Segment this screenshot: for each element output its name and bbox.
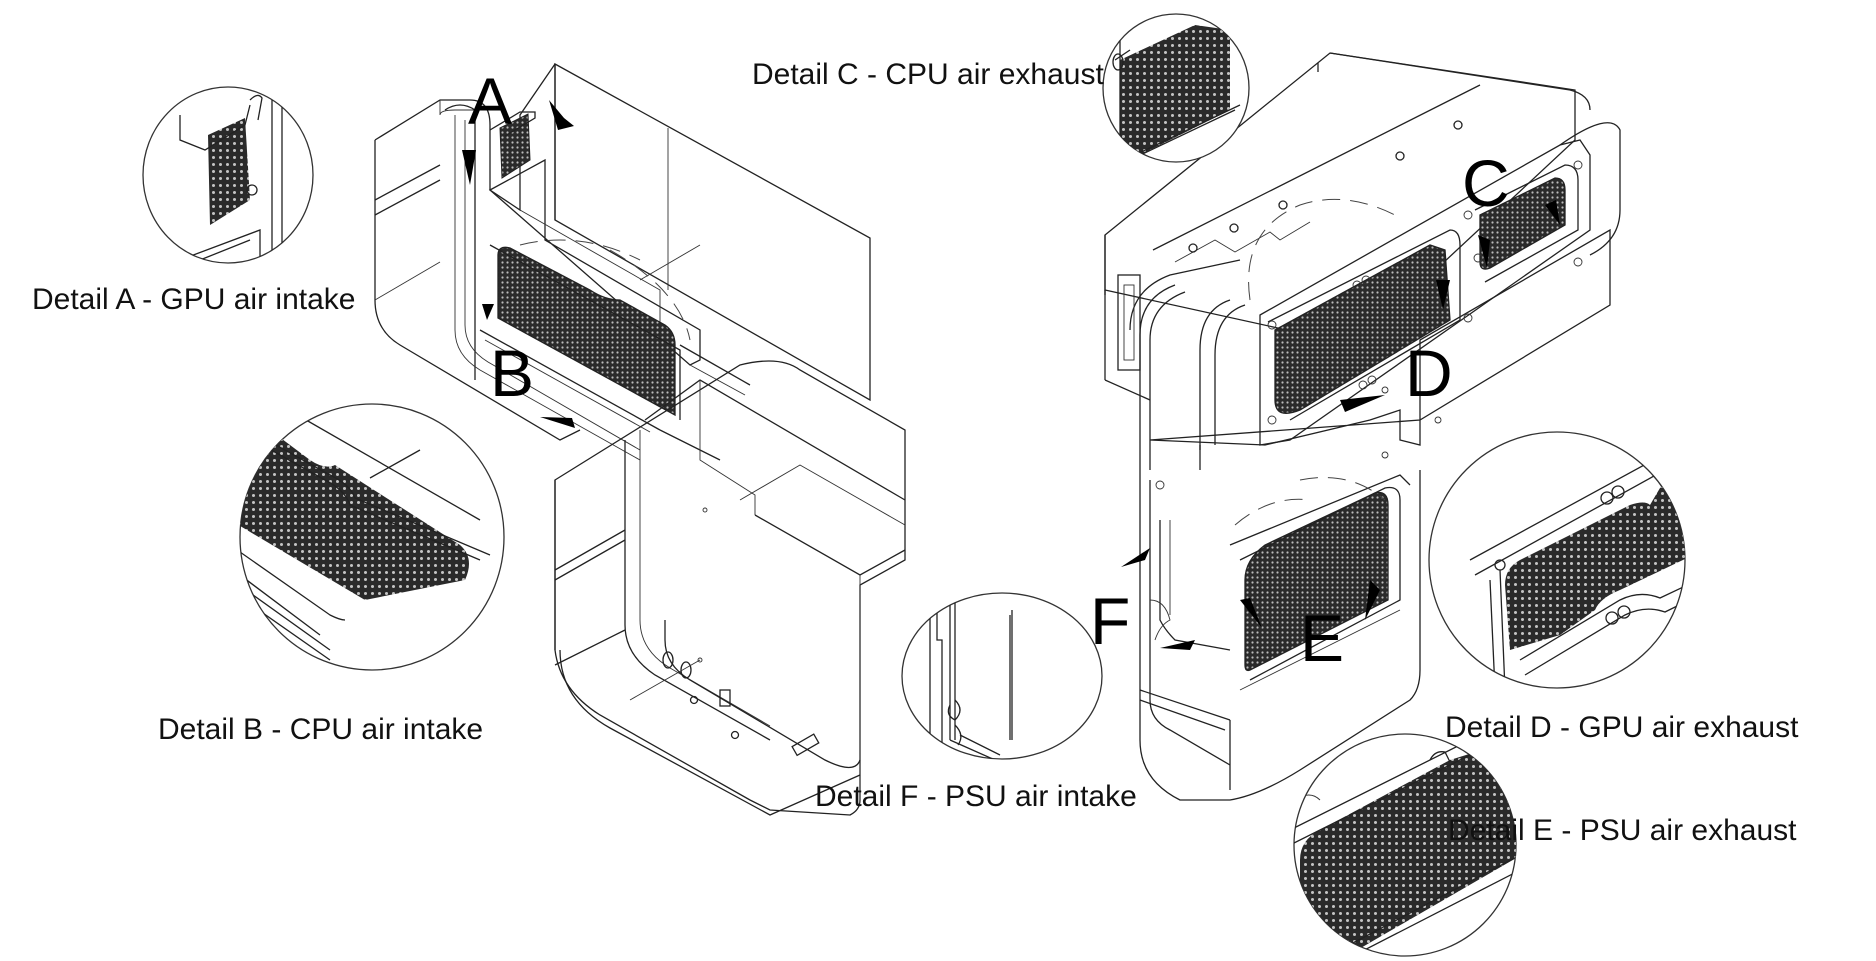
detail-c-circle <box>1102 13 1250 163</box>
left-assembly <box>374 62 906 816</box>
arrow-c1 <box>1545 200 1560 225</box>
caption-detail-e: Detail E - PSU air exhaust <box>1448 814 1797 847</box>
caption-detail-a: Detail A - GPU air intake <box>32 283 356 316</box>
arrow-a2 <box>549 100 574 130</box>
arrow-c2 <box>1478 235 1490 268</box>
right-assembly <box>1104 52 1621 801</box>
callout-arrows-left <box>462 100 575 428</box>
detail-a-circle <box>142 86 314 264</box>
arrow-f2 <box>1160 640 1195 650</box>
callout-e: E <box>1300 601 1345 675</box>
detail-f-circle <box>901 592 1103 760</box>
detail-d-circle <box>1428 431 1686 689</box>
callout-d: D <box>1405 336 1453 410</box>
arrow-d2 <box>1340 395 1385 412</box>
callout-a: A <box>468 64 513 138</box>
arrow-b1 <box>482 304 494 320</box>
caption-detail-d: Detail D - GPU air exhaust <box>1445 711 1799 744</box>
arrow-f1 <box>1121 548 1150 567</box>
callout-arrows-right <box>1121 200 1560 650</box>
detail-b-circle <box>239 403 505 671</box>
callout-b: B <box>490 336 535 410</box>
arrow-a1 <box>462 150 476 185</box>
caption-detail-f: Detail F - PSU air intake <box>815 780 1137 813</box>
arrow-e2 <box>1365 580 1380 620</box>
arrow-e1 <box>1240 598 1262 628</box>
caption-detail-c: Detail C - CPU air exhaust <box>752 58 1104 91</box>
arrow-b2 <box>540 417 575 428</box>
callout-c: C <box>1462 146 1510 220</box>
caption-detail-b: Detail B - CPU air intake <box>158 713 484 746</box>
arrow-d1 <box>1436 280 1450 310</box>
detail-e-circle <box>1293 733 1517 957</box>
callout-f: F <box>1090 584 1131 658</box>
